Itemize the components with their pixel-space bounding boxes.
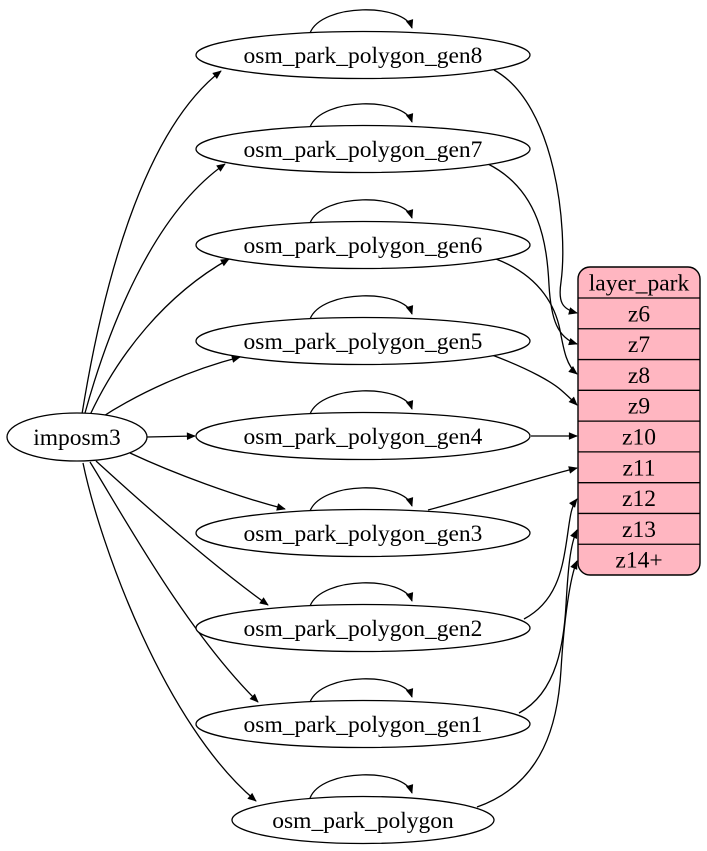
node-osm-park-polygon: osm_park_polygon xyxy=(231,795,495,845)
self-loop-osm-park-polygon xyxy=(309,774,414,799)
node-ellipse-osm-park-polygon-gen3 xyxy=(195,508,531,558)
node-ellipse-osm-park-polygon-gen1 xyxy=(195,699,531,749)
edge-imposm3-to-osm-park-polygon xyxy=(82,462,257,802)
node-label-imposm3: imposm3 xyxy=(33,425,120,451)
edge-imposm3-to-osm-park-polygon-gen7 xyxy=(84,163,226,414)
node-osm-park-polygon-gen2: osm_park_polygon_gen2 xyxy=(195,603,531,653)
node-osm-park-polygon-gen4: osm_park_polygon_gen4 xyxy=(195,411,531,461)
node-label-osm-park-polygon-gen6: osm_park_polygon_gen6 xyxy=(244,233,483,259)
edge-osm-park-polygon-gen8-to-z6 xyxy=(493,69,578,315)
node-osm-park-polygon-gen6: osm_park_polygon_gen6 xyxy=(195,220,531,270)
layer-park-row-z11: z11 xyxy=(622,455,655,481)
node-osm-park-polygon-gen1: osm_park_polygon_gen1 xyxy=(195,699,531,749)
edge-osm-park-polygon-to-z14plus xyxy=(476,560,578,808)
self-loop-osm-park-polygon-gen8 xyxy=(309,9,414,34)
node-osm-park-polygon-gen5: osm_park_polygon_gen5 xyxy=(195,316,531,366)
layer-park-row-z9: z9 xyxy=(628,394,650,420)
node-osm-park-polygon-gen8: osm_park_polygon_gen8 xyxy=(195,30,531,80)
edge-osm-park-polygon-gen1-to-z13 xyxy=(518,529,578,714)
nodes-layer: imposm3 osm_park_polygon_gen8 osm_park_pol… xyxy=(6,30,701,845)
node-ellipse-osm-park-polygon-gen6 xyxy=(195,220,531,270)
layer-park-row-z13: z13 xyxy=(622,517,656,543)
node-ellipse-osm-park-polygon-gen5 xyxy=(195,316,531,366)
edge-imposm3-to-osm-park-polygon-gen8 xyxy=(81,70,222,415)
node-label-osm-park-polygon-gen5: osm_park_polygon_gen5 xyxy=(244,329,483,355)
layer-park-row-z14plus: z14+ xyxy=(615,548,662,574)
node-ellipse-osm-park-polygon-gen2 xyxy=(195,603,531,653)
self-loop-osm-park-polygon-gen7 xyxy=(309,103,414,128)
edge-osm-park-polygon-gen2-to-z12 xyxy=(523,498,578,620)
layer-park-row-z7: z7 xyxy=(628,332,650,358)
layer-park-row-z8: z8 xyxy=(628,363,650,389)
node-label-osm-park-polygon-gen1: osm_park_polygon_gen1 xyxy=(244,712,483,738)
self-loop-osm-park-polygon-gen4 xyxy=(309,390,414,415)
node-label-osm-park-polygon-gen3: osm_park_polygon_gen3 xyxy=(244,521,483,547)
edge-imposm3-to-osm-park-polygon-gen2 xyxy=(95,460,269,606)
node-ellipse-osm-park-polygon-gen7 xyxy=(195,124,531,174)
self-loop-osm-park-polygon-gen1 xyxy=(309,678,414,703)
layer-park-title: layer_park xyxy=(589,271,690,297)
edge-imposm3-to-osm-park-polygon-gen6 xyxy=(89,258,230,416)
node-label-osm-park-polygon-gen4: osm_park_polygon_gen4 xyxy=(244,424,483,450)
node-ellipse-imposm3 xyxy=(6,412,148,462)
self-loop-osm-park-polygon-gen2 xyxy=(309,582,414,607)
node-label-osm-park-polygon-gen8: osm_park_polygon_gen8 xyxy=(244,43,483,69)
edge-imposm3-to-osm-park-polygon-gen4 xyxy=(146,432,196,440)
edges-layer xyxy=(81,9,578,808)
layer-park-row-z6: z6 xyxy=(628,301,650,327)
self-loop-osm-park-polygon-gen3 xyxy=(309,487,414,512)
node-ellipse-osm-park-polygon-gen4 xyxy=(195,411,531,461)
self-loop-osm-park-polygon-gen5 xyxy=(309,295,414,320)
edge-imposm3-to-osm-park-polygon-gen5 xyxy=(98,355,241,420)
layer-park-row-z12: z12 xyxy=(622,486,656,512)
edge-osm-park-polygon-gen5-to-z9 xyxy=(491,354,578,406)
edge-imposm3-to-osm-park-polygon-gen3 xyxy=(129,452,286,511)
edge-imposm3-to-osm-park-polygon-gen1 xyxy=(89,461,259,703)
node-label-osm-park-polygon-gen2: osm_park_polygon_gen2 xyxy=(244,616,483,642)
node-osm-park-polygon-gen3: osm_park_polygon_gen3 xyxy=(195,508,531,558)
node-label-osm-park-polygon: osm_park_polygon xyxy=(272,808,454,834)
node-imposm3: imposm3 xyxy=(6,412,148,462)
node-ellipse-osm-park-polygon xyxy=(231,795,495,845)
node-osm-park-polygon-gen7: osm_park_polygon_gen7 xyxy=(195,124,531,174)
node-label-osm-park-polygon-gen7: osm_park_polygon_gen7 xyxy=(244,137,483,163)
edge-osm-park-polygon-gen3-to-z11 xyxy=(427,466,578,511)
node-ellipse-osm-park-polygon-gen8 xyxy=(195,30,531,80)
edge-osm-park-polygon-gen6-to-z8 xyxy=(495,258,578,375)
self-loop-osm-park-polygon-gen6 xyxy=(309,199,414,224)
layer-park-table: layer_park z6 z7 z8 z9 z10 z11 z12 z13 z14+ xyxy=(577,266,701,576)
layer-park-row-z10: z10 xyxy=(622,425,656,451)
